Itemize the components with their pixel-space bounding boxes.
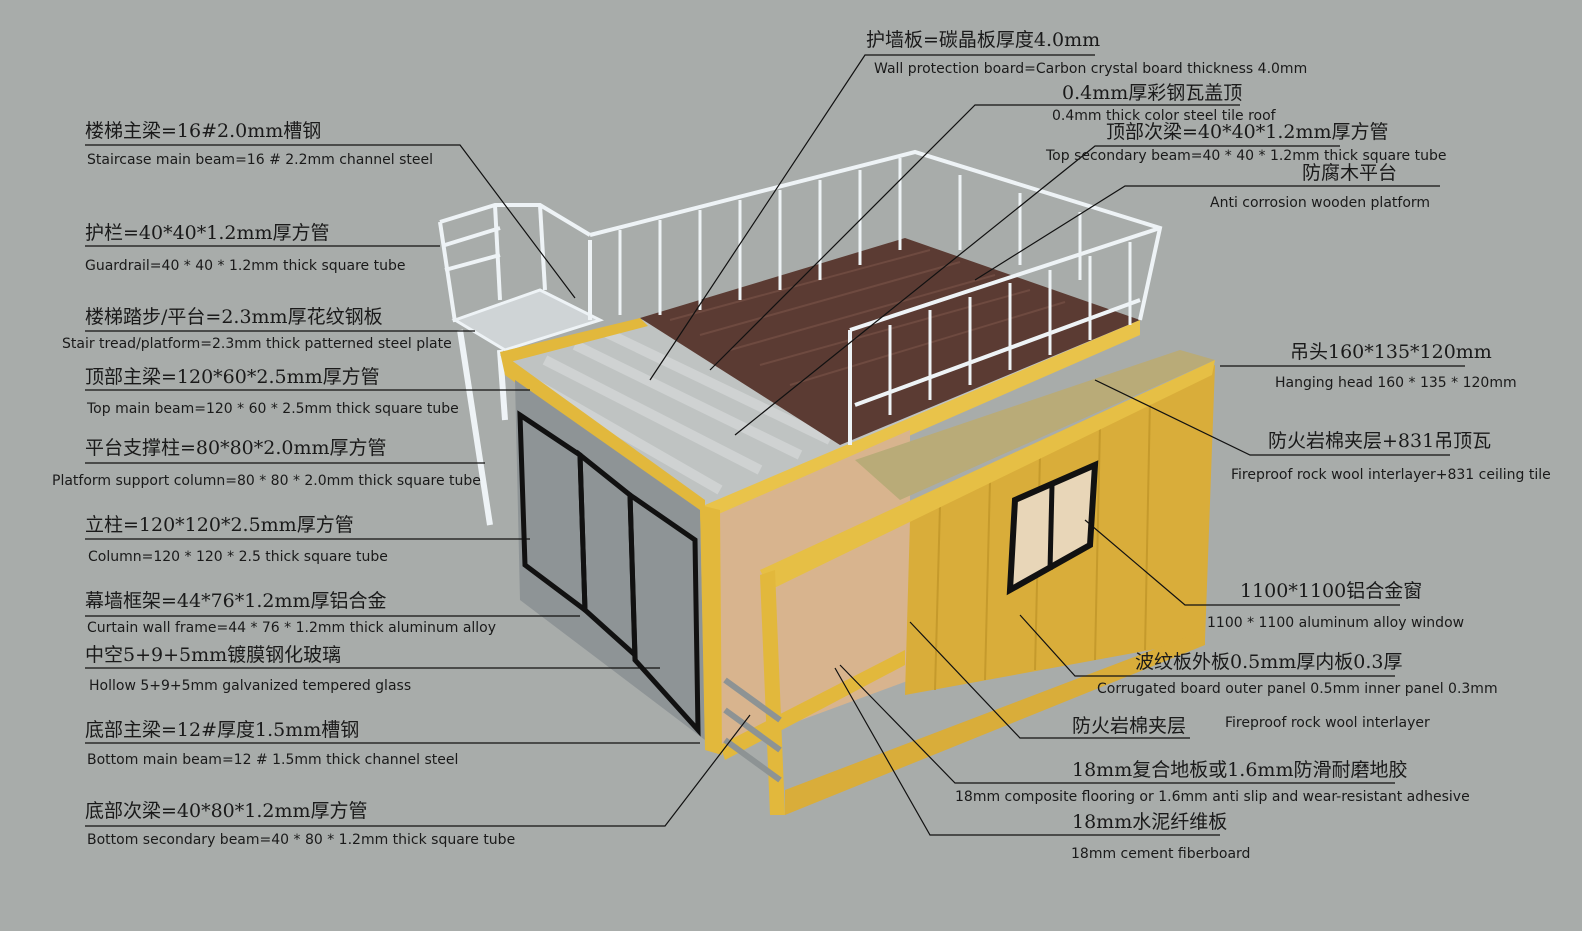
label-en: 18mm cement fiberboard — [1071, 846, 1251, 862]
label-en: Top main beam=120 * 60 * 2.5mm thick squ… — [87, 401, 459, 417]
label-en: Platform support column=80 * 80 * 2.0mm … — [52, 473, 481, 489]
leader-lines — [85, 54, 1465, 836]
label-en: Hollow 5+9+5mm galvanized tempered glass — [89, 678, 412, 694]
staircase-platform — [438, 203, 604, 526]
label-cn: 顶部次梁=40*40*1.2mm厚方管 — [1106, 121, 1389, 143]
label-en: Wall protection board=Carbon crystal boa… — [874, 61, 1308, 77]
label-en: Column=120 * 120 * 2.5 thick square tube — [88, 549, 388, 565]
label-cn: 楼梯踏步/平台=2.3mm厚花纹钢板 — [85, 306, 383, 328]
container-body — [515, 350, 1215, 815]
label-en: Stair tread/platform=2.3mm thick pattern… — [62, 336, 452, 352]
label-cn: 楼梯主梁=16#2.0mm槽钢 — [85, 120, 322, 142]
label-cn: 1100*1100铝合金窗 — [1240, 580, 1423, 602]
label-cn: 立柱=120*120*2.5mm厚方管 — [85, 514, 354, 536]
label-en: Fireproof rock wool interlayer+831 ceili… — [1231, 467, 1551, 483]
label-en: Bottom main beam=12 # 1.5mm thick channe… — [87, 752, 459, 768]
label-cn: 防火岩棉夹层 — [1072, 715, 1187, 737]
label-cn: 中空5+9+5mm镀膜钢化玻璃 — [85, 644, 342, 666]
label-en: Staircase main beam=16 # 2.2mm channel s… — [87, 152, 433, 168]
label-en: 18mm composite flooring or 1.6mm anti sl… — [955, 789, 1470, 805]
label-en: Bottom secondary beam=40 * 80 * 1.2mm th… — [87, 832, 516, 848]
label-cn: 护墙板=碳晶板厚度4.0mm — [866, 29, 1101, 51]
label-en: Guardrail=40 * 40 * 1.2mm thick square t… — [85, 258, 406, 274]
label-cn: 18mm复合地板或1.6mm防滑耐磨地胶 — [1072, 759, 1408, 781]
label-cn: 护栏=40*40*1.2mm厚方管 — [85, 222, 330, 244]
label-cn: 平台支撑柱=80*80*2.0mm厚方管 — [85, 437, 387, 459]
label-cn: 底部主梁=12#厚度1.5mm槽钢 — [85, 719, 360, 741]
guardrail — [588, 149, 1163, 445]
label-cn: 幕墙框架=44*76*1.2mm厚铝合金 — [85, 590, 387, 612]
label-en: Corrugated board outer panel 0.5mm inner… — [1097, 681, 1498, 697]
label-cn: 吊头160*135*120mm — [1290, 341, 1492, 363]
label-en: Fireproof rock wool interlayer — [1225, 715, 1430, 731]
label-en: Curtain wall frame=44 * 76 * 1.2mm thick… — [87, 620, 497, 636]
label-en: Top secondary beam=40 * 40 * 1.2mm thick… — [1046, 148, 1447, 164]
label-en: Hanging head 160 * 135 * 120mm — [1275, 375, 1517, 391]
label-en: 0.4mm thick color steel tile roof — [1052, 108, 1276, 124]
label-en: 1100 * 1100 aluminum alloy window — [1207, 615, 1465, 631]
label-cn: 18mm水泥纤维板 — [1072, 811, 1228, 833]
label-en: Anti corrosion wooden platform — [1210, 195, 1431, 211]
label-cn: 0.4mm厚彩钢瓦盖顶 — [1062, 82, 1243, 104]
label-cn: 防火岩棉夹层+831吊顶瓦 — [1268, 430, 1492, 452]
label-cn: 顶部主梁=120*60*2.5mm厚方管 — [85, 366, 380, 388]
label-cn: 波纹板外板0.5mm厚内板0.3厚 — [1135, 651, 1403, 673]
label-cn: 防腐木平台 — [1302, 162, 1398, 184]
label-cn: 底部次梁=40*80*1.2mm厚方管 — [85, 800, 368, 822]
